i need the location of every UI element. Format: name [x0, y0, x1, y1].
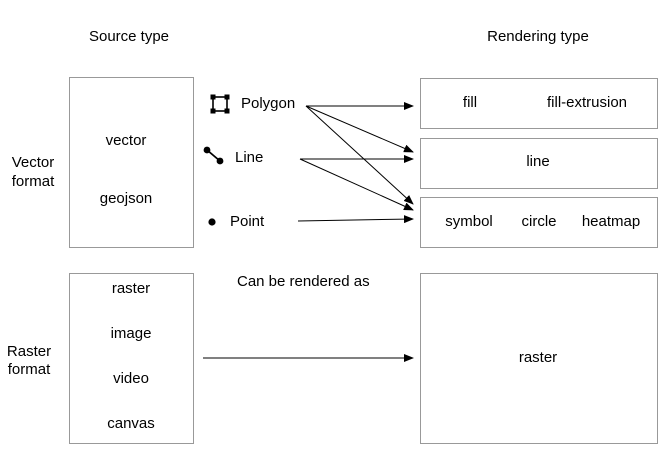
render-fill-extrusion: fill-extrusion [546, 94, 628, 111]
arrow-polygon-to-line [305, 105, 414, 153]
geometry-line: Line [235, 149, 264, 166]
source-raster: raster [111, 280, 151, 297]
render-circle: circle [521, 213, 557, 230]
line-render-box [420, 138, 658, 189]
source-type-header: Source type [88, 28, 170, 45]
rendering-type-header: Rendering type [487, 28, 589, 45]
vector-source-box [69, 77, 194, 248]
can-be-rendered-caption: Can be rendered as [237, 273, 370, 290]
point-render-box [420, 197, 658, 248]
raster-source-box [69, 273, 194, 444]
geometry-point: Point [230, 213, 265, 230]
geometry-polygon: Polygon [241, 95, 296, 112]
raster-render-box [420, 273, 658, 444]
source-geojson: geojson [99, 190, 153, 207]
line-icon [203, 146, 224, 165]
source-canvas: canvas [107, 415, 155, 432]
point-icon [208, 218, 216, 226]
source-vector: vector [105, 132, 147, 149]
source-video: video [113, 370, 149, 387]
source-image: image [110, 325, 152, 342]
raster-format-label-line1: Raster [6, 343, 52, 360]
arrow-point-to-point [297, 215, 414, 224]
render-fill: fill [462, 94, 478, 111]
arrow-line-to-point [299, 158, 414, 211]
polygon-icon [210, 94, 230, 114]
render-symbol: symbol [445, 213, 493, 230]
arrow-polygon-to-point [305, 105, 414, 205]
render-line: line [526, 153, 550, 170]
fill-render-box [420, 78, 658, 129]
render-raster: raster [518, 349, 558, 366]
vector-format-label-line1: Vector [11, 154, 55, 171]
vector-format-label-line2: format [11, 173, 55, 190]
render-heatmap: heatmap [581, 213, 641, 230]
raster-format-label-line2: format [7, 361, 51, 378]
